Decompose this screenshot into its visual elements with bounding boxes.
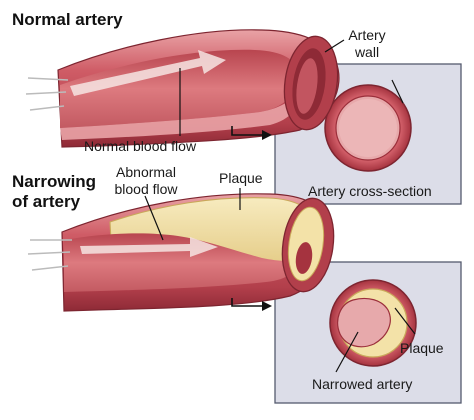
narrowed-artery: [28, 188, 461, 403]
artery-cross-section-label: Artery cross-section: [308, 183, 432, 199]
artery-wall-label-line1: Artery: [342, 27, 392, 43]
narrowed-artery-label: Narrowed artery: [312, 376, 412, 392]
abnormal-blood-flow-label-line1: Abnormal: [104, 164, 188, 180]
plaque-label: Plaque: [219, 170, 263, 186]
normal-blood-flow-label: Normal blood flow: [84, 138, 196, 154]
artery-wall-label-line2: wall: [342, 44, 392, 60]
narrowing-title-line2: of artery: [12, 192, 80, 211]
abnormal-blood-flow-label-line2: blood flow: [104, 181, 188, 197]
inset-plaque-label: Plaque: [400, 340, 444, 356]
narrowing-title-line1: Narrowing: [12, 172, 96, 191]
normal-artery-title: Normal artery: [12, 10, 123, 29]
